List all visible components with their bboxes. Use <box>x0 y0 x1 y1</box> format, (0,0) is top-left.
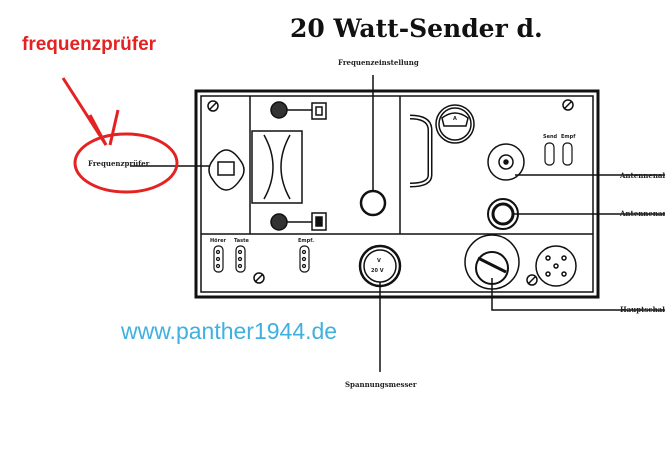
tube-sockets <box>270 101 327 231</box>
label-frequenzeinstellung: Frequenzeinstellung <box>338 58 419 67</box>
jack-label-send: Send <box>543 134 558 140</box>
voltmeter-label: V <box>377 258 381 264</box>
label-antenne-2: Antennenank <box>620 209 665 218</box>
jack-sockets <box>213 142 573 273</box>
power-connector <box>535 245 577 287</box>
voltmeter-scale: 20 V <box>371 268 384 274</box>
ammeter <box>435 104 475 144</box>
frequency-knob <box>359 75 387 217</box>
jack-label-empf2: Empf <box>561 134 576 140</box>
annotation-circle <box>61 77 179 194</box>
jack-label-taste: Taste <box>234 238 249 244</box>
voltmeter <box>358 244 402 372</box>
page-title: 20 Watt-Sender d. <box>290 14 543 43</box>
annotation-label: frequenzprüfer <box>22 34 157 55</box>
frequency-checker <box>130 149 245 191</box>
frequency-scale <box>251 130 303 204</box>
screw-icons <box>207 99 574 286</box>
label-spannungsmesser: Spannungsmesser <box>345 380 417 389</box>
ammeter-label: A <box>453 116 457 122</box>
jack-label-empf: Empf. <box>298 238 315 244</box>
antenna-coupling-knob <box>487 198 665 230</box>
main-switch <box>464 234 665 311</box>
panel-frame <box>194 89 600 299</box>
jack-label-hoerer: Hörer <box>210 238 226 244</box>
label-hauptschalter: Hauptschal <box>620 305 665 314</box>
label-frequenzpruefer: Frequenzprüfer <box>88 159 150 168</box>
antenna-tuning-knob <box>487 143 665 181</box>
handle <box>409 114 433 188</box>
label-antenne-1: Antennenab <box>620 171 665 180</box>
watermark-url: www.panther1944.de <box>121 318 338 344</box>
